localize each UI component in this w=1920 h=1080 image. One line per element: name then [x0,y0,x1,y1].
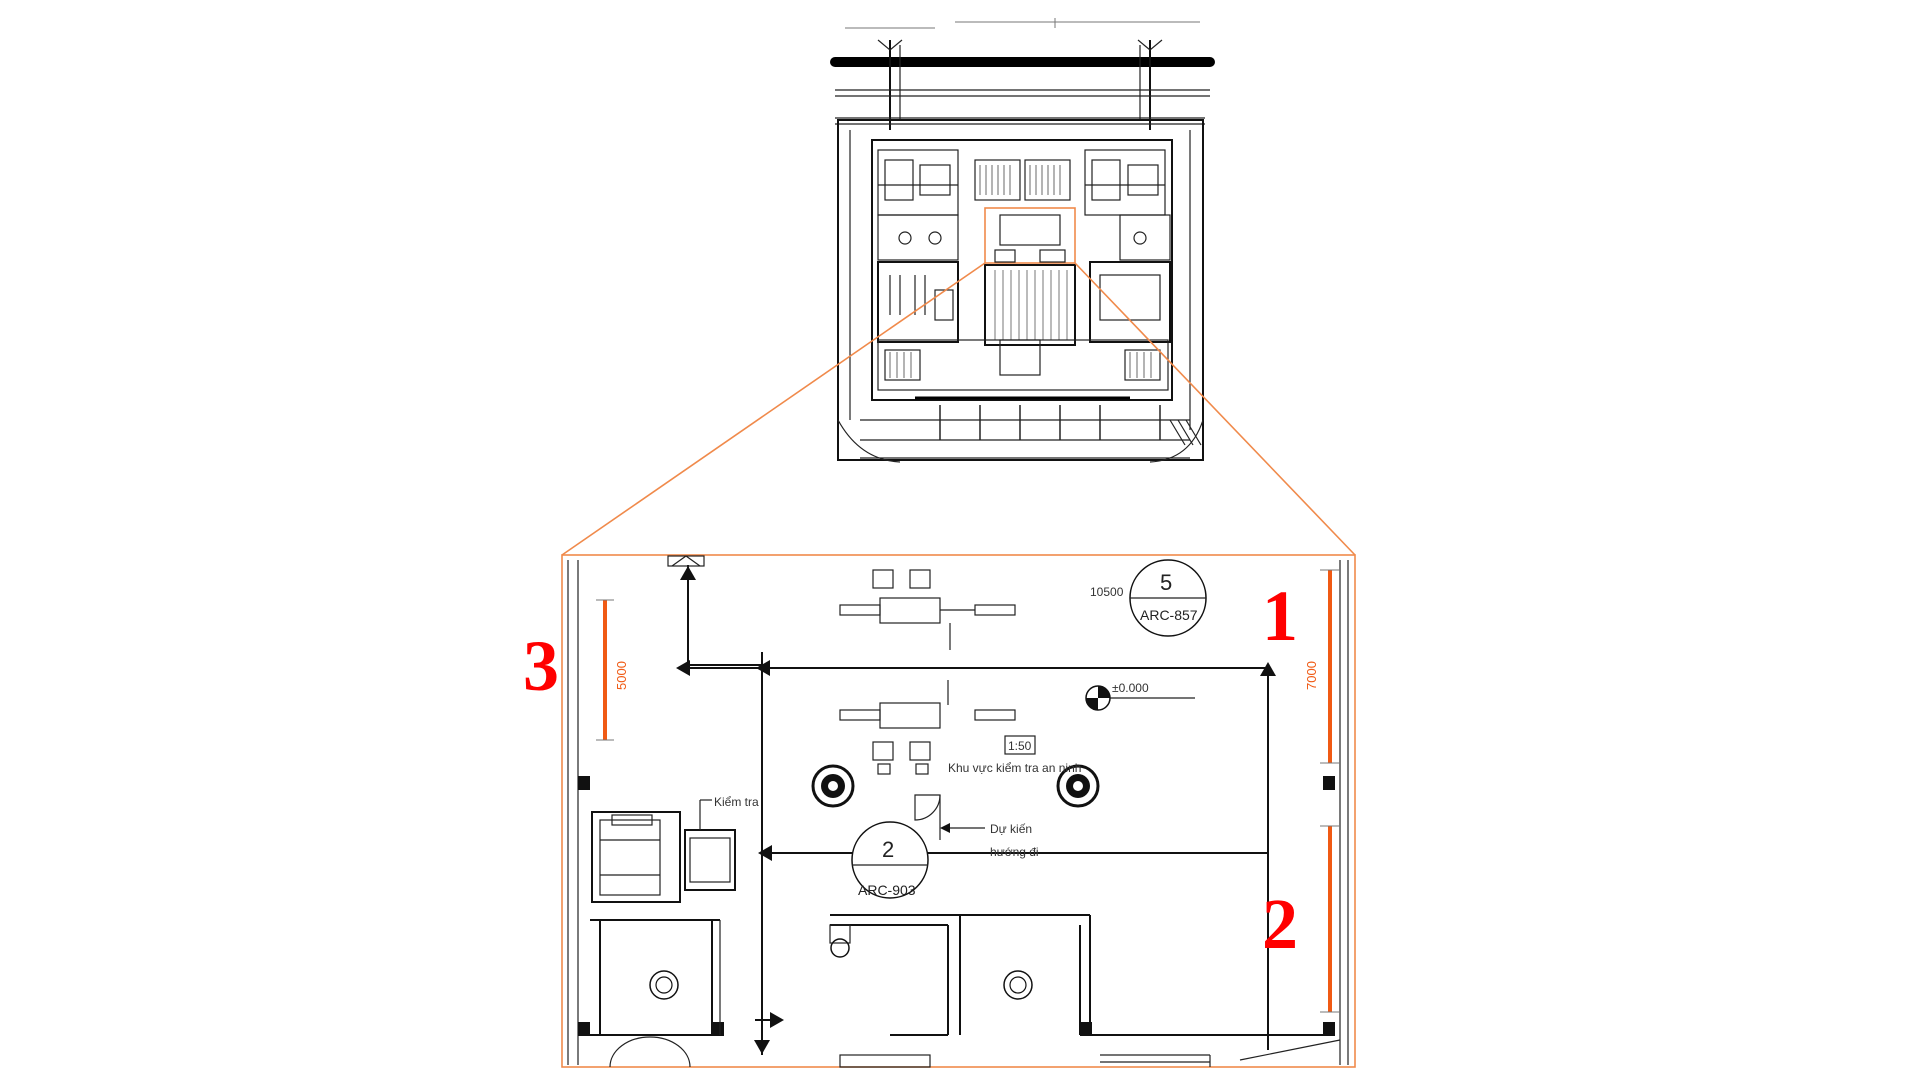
scale-box [1004,735,1036,755]
area-label: Khu vực kiểm tra an ninh [948,761,1081,775]
section-bubble-2: 2 ARC-903 [851,821,929,899]
bubble-5-ref: ARC-857 [1140,607,1198,623]
expected-label-a: Dự kiến [990,822,1032,836]
level-marker: ±0.000 [1085,681,1195,711]
scale-box-text: 1:50 [1008,739,1032,753]
bubble-5-number: 5 [1160,570,1172,595]
bubble-2-ref: ARC-903 [858,882,916,898]
floor-drain-left [811,764,855,808]
top-number: 10500 [1090,585,1124,599]
level-text: ±0.000 [1112,681,1149,695]
dimension-right-text: 7000 [1304,661,1319,690]
callout-1: 1 [1262,576,1298,656]
dimension-right-top: 7000 [1304,569,1340,764]
zoom-guide-lines [561,262,1356,556]
expected-label-b: hướng đi [990,845,1039,859]
dimension-right-bottom [1320,825,1340,1013]
detail-plan: ±0.000 1:50 Khu vực kiểm tra an ninh Dự … [561,554,1356,1068]
toilet-icon-left [649,970,679,1000]
inspection-machine: Kiểm tra [591,795,759,903]
overview-site-plan [830,18,1215,463]
floor-drain-right [1056,764,1100,808]
inspection-label: Kiểm tra [714,795,759,809]
scanner-unit-middle [839,680,1016,775]
bubble-2-number: 2 [882,837,894,862]
callout-3: 3 [523,626,559,706]
scanner-unit-top [839,569,1016,650]
callout-2: 2 [1262,884,1298,964]
toilet-icon-right [1003,970,1033,1000]
dimension-left-text: 5000 [614,661,629,690]
zoom-frame [561,554,1356,1068]
dimension-left: 5000 [596,599,629,741]
section-bubble-5: 5 ARC-857 10500 [1090,559,1207,637]
basin-icon [829,924,851,958]
